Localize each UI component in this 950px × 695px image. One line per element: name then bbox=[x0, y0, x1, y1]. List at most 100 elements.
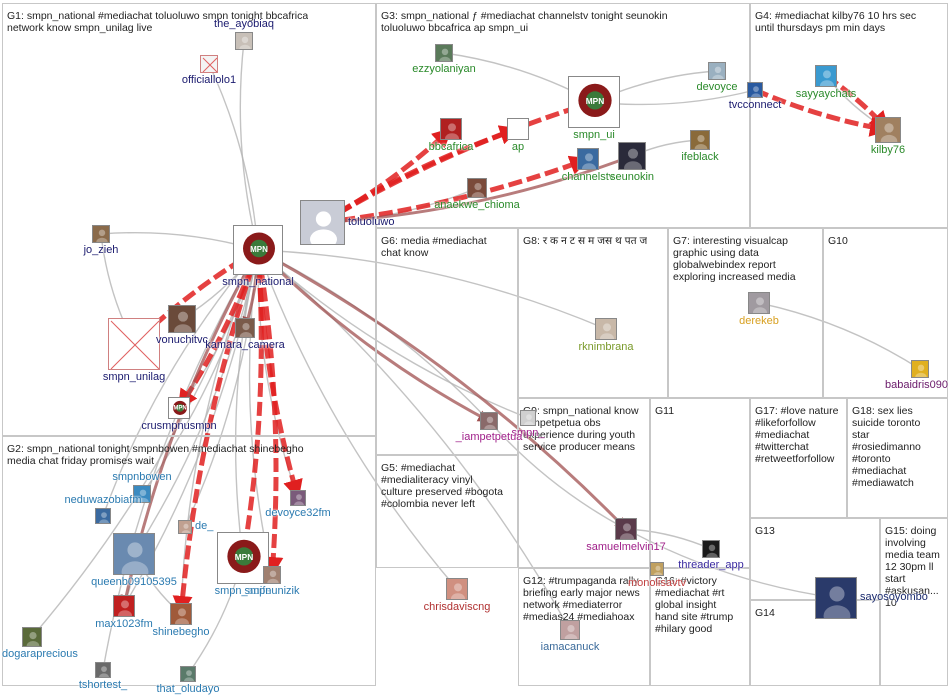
node-label-monolisavtv: monolisavtv bbox=[627, 577, 687, 589]
node-iamacanuck[interactable]: iamacanuck bbox=[541, 620, 599, 653]
node-toluoluwo[interactable]: toluoluwo bbox=[300, 200, 394, 245]
node-label-ezzyolaniyan: ezzyolaniyan bbox=[412, 63, 476, 75]
node-label-chrisdaviscng: chrisdaviscng bbox=[423, 601, 491, 613]
node-label-anaekwe-chioma: anaekwe_chioma bbox=[434, 199, 520, 211]
node-label-kilby76: kilby76 bbox=[870, 144, 906, 156]
node-label-queenb09105395: queenb09105395 bbox=[91, 576, 177, 588]
node-label-smpnbowen: smpnbowen bbox=[112, 471, 172, 483]
node-label-channelstv: channelstv bbox=[561, 171, 615, 183]
edge-iamacanuck-smpn_national bbox=[257, 249, 571, 631]
node-de-[interactable]: de_ bbox=[178, 520, 213, 534]
node-label-that-oludayo: that_oludayo bbox=[156, 683, 220, 695]
node-tshortest-[interactable]: tshortest_ bbox=[79, 662, 127, 691]
node-samuelmelvin17[interactable]: samuelmelvin17 bbox=[586, 518, 666, 553]
node-label-smpn-: smpn_ bbox=[511, 427, 545, 439]
node-label-smpn-ui: smpn_ui bbox=[573, 129, 615, 141]
node-ezzyolaniyan[interactable]: ezzyolaniyan bbox=[412, 44, 476, 75]
node-seunokin[interactable]: seunokin bbox=[610, 142, 654, 183]
avatar-icon bbox=[690, 130, 710, 150]
edge-chrisdaviscng-smpn_national bbox=[256, 249, 458, 590]
node-ifeblack[interactable]: ifeblack bbox=[681, 130, 719, 163]
avatar-icon bbox=[480, 412, 498, 430]
node-smpnunizik[interactable]: smpnunizik bbox=[244, 566, 300, 597]
avatar-icon bbox=[180, 666, 196, 682]
node-ap[interactable]: ap bbox=[507, 118, 529, 153]
avatar-icon bbox=[178, 520, 192, 534]
node-label-devoyce: devoyce bbox=[696, 81, 738, 93]
node-derekeb[interactable]: derekeb bbox=[739, 292, 779, 327]
node-label-the-ayobiaq: the_ayobiaq bbox=[214, 18, 274, 30]
node-jo-zieh[interactable]: jo_zieh bbox=[84, 225, 118, 256]
node-kilby76[interactable]: kilby76 bbox=[871, 117, 905, 156]
avatar-icon bbox=[520, 410, 536, 426]
edge-babaidris090-derekeb bbox=[758, 300, 921, 370]
avatar-icon bbox=[290, 490, 306, 506]
avatar-icon bbox=[615, 518, 637, 540]
avatar-icon bbox=[440, 118, 462, 140]
avatar-icon bbox=[235, 318, 255, 338]
node-dogaraprecious[interactable]: dogaraprecious bbox=[2, 627, 78, 660]
node-label-babaidris090: babaidris090 bbox=[885, 379, 948, 391]
avatar-icon bbox=[133, 485, 151, 503]
node-that-oludayo[interactable]: that_oludayo bbox=[157, 666, 220, 695]
missing-image-icon bbox=[108, 318, 160, 370]
node-label-neduwazobiafm: neduwazobiafm bbox=[64, 494, 142, 506]
node-label-vonuchitvc: vonuchitvc bbox=[156, 334, 208, 346]
node-officiallolo1[interactable]: officiallolo1 bbox=[182, 55, 236, 86]
avatar-icon bbox=[235, 32, 253, 50]
avatar-icon bbox=[467, 178, 487, 198]
node-label-kamara-camera: kamara_camera bbox=[205, 339, 285, 351]
node-label-max1023fm: max1023fm bbox=[95, 618, 153, 630]
avatar-icon bbox=[92, 225, 110, 243]
avatar-icon bbox=[747, 82, 763, 98]
node-bbcafrica[interactable]: bbcafrica bbox=[429, 118, 473, 153]
node-max1023fm[interactable]: max1023fm bbox=[95, 595, 153, 630]
avatar-icon bbox=[95, 662, 111, 678]
node-sayyaychats[interactable]: sayyaychats bbox=[796, 65, 856, 100]
avatar-icon bbox=[95, 508, 111, 524]
avatar-icon bbox=[911, 360, 929, 378]
node-kamara-camera[interactable]: kamara_camera bbox=[205, 318, 285, 351]
node-vonuchitvc[interactable]: vonuchitvc bbox=[156, 305, 208, 346]
node-rknimbrana[interactable]: rknimbrana bbox=[578, 318, 634, 353]
avatar-icon bbox=[170, 603, 192, 625]
svg-text:MPN: MPN bbox=[173, 405, 186, 411]
avatar-icon bbox=[815, 577, 857, 619]
node-babaidris090[interactable]: babaidris090 bbox=[885, 360, 948, 391]
avatar-icon bbox=[618, 142, 646, 170]
node-the-ayobiaq[interactable]: the_ayobiaq bbox=[214, 18, 274, 50]
avatar-icon bbox=[300, 200, 345, 245]
edge-toluoluwo-ap bbox=[321, 125, 520, 225]
node-iampetpetua[interactable]: _iampetpetua bbox=[456, 412, 522, 443]
node-label-smpn-unilag: smpn_unilag bbox=[102, 371, 166, 383]
node-smpnbowen[interactable]: smpnbowen bbox=[112, 471, 172, 503]
node-tvcconnect[interactable]: tvcconnect bbox=[729, 82, 781, 111]
node-label-toluoluwo: toluoluwo bbox=[348, 215, 395, 228]
avatar-icon bbox=[577, 148, 599, 170]
node-label-iamacanuck: iamacanuck bbox=[540, 641, 600, 653]
node-shinebegho[interactable]: shinebegho bbox=[153, 603, 209, 638]
node-label-devoyce32fm: devoyce32fm bbox=[265, 507, 331, 519]
node-label-threader-app: threader_app bbox=[678, 559, 744, 571]
node-sayosoyombo[interactable]: sayosoyombo bbox=[815, 577, 928, 619]
node-channelstv[interactable]: channelstv bbox=[562, 148, 614, 183]
node-monolisavtv[interactable]: monolisavtv bbox=[628, 562, 686, 589]
node-smpn-[interactable]: smpn_ bbox=[511, 410, 545, 439]
node-chrisdaviscng[interactable]: chrisdaviscng bbox=[424, 578, 490, 613]
node-threader-app[interactable]: threader_app bbox=[678, 540, 744, 571]
node-label-ap: ap bbox=[511, 141, 525, 153]
node-devoyce[interactable]: devoyce bbox=[697, 62, 737, 93]
node-anaekwe-chioma[interactable]: anaekwe_chioma bbox=[434, 178, 520, 211]
node-devoyce32fm[interactable]: devoyce32fm bbox=[265, 490, 331, 519]
node-queenb09105395[interactable]: queenb09105395 bbox=[91, 533, 177, 588]
edge-smpn_auife-smpn_national bbox=[234, 249, 261, 559]
node-label-sayyaychats: sayyaychats bbox=[795, 88, 857, 100]
edge-smpn_national-shinebegho bbox=[172, 249, 261, 616]
node-neduwazobiafm[interactable]: neduwazobiafm bbox=[64, 494, 142, 524]
node-smpn-unilag[interactable]: smpn_unilag bbox=[103, 318, 165, 383]
